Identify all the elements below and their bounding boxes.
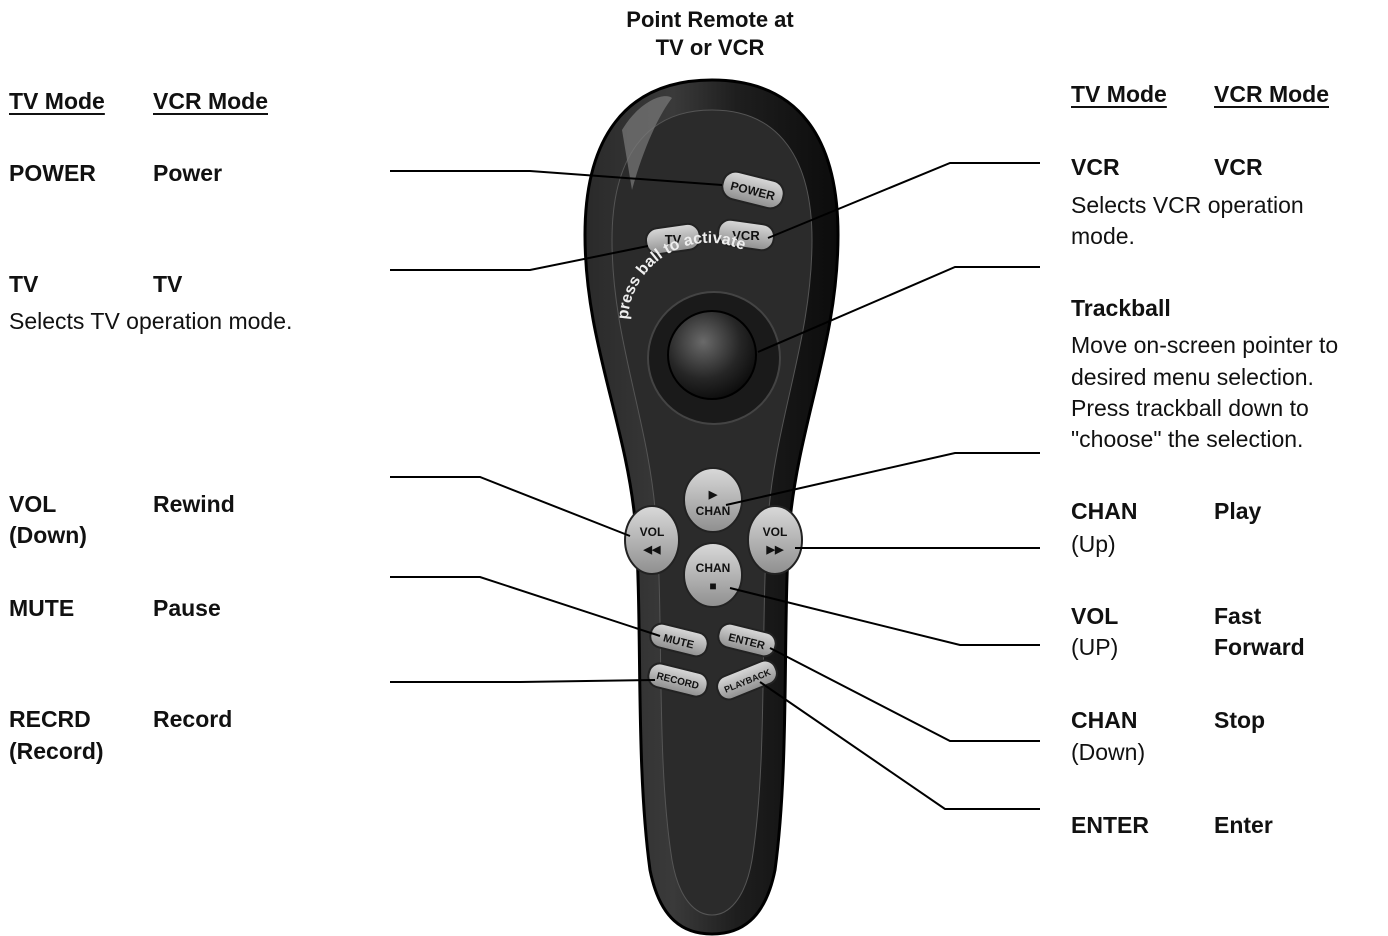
label-vol-up-tv: VOL xyxy=(1071,600,1118,632)
label-vcr-desc-2: mode. xyxy=(1071,220,1135,252)
label-vol-up-tv-sub: (UP) xyxy=(1071,631,1118,663)
label-tv-vcr: TV xyxy=(153,268,182,300)
stop-symbol: ■ xyxy=(709,579,716,593)
label-trackball-desc-2: desired menu selection. xyxy=(1071,361,1314,393)
fast-forward-symbol: ▶▶ xyxy=(766,544,784,556)
label-recrd-tv-sub: (Record) xyxy=(9,735,104,767)
label-pause: Pause xyxy=(153,592,221,624)
label-stop: Stop xyxy=(1214,704,1265,736)
chan-up-button[interactable]: ▶ CHAN xyxy=(684,468,742,532)
vol-up-button[interactable]: VOL ▶▶ xyxy=(748,506,802,574)
label-vcr-desc-1: Selects VCR operation xyxy=(1071,189,1304,221)
label-power-vcr: Power xyxy=(153,157,222,189)
label-chan-down-tv: CHAN xyxy=(1071,704,1137,736)
label-rewind: Rewind xyxy=(153,488,235,520)
leader-enter xyxy=(770,648,1040,741)
label-vol-down-tv: VOL xyxy=(9,488,56,520)
chan-down-button[interactable]: CHAN ■ xyxy=(684,543,742,607)
label-enter-tv: ENTER xyxy=(1071,809,1149,841)
leader-vol-down xyxy=(390,477,630,536)
left-header-vcr-mode: VCR Mode xyxy=(153,85,268,117)
left-header-tv-mode: TV Mode xyxy=(9,85,105,117)
label-recrd-tv: RECRD xyxy=(9,703,91,735)
leader-mute xyxy=(390,577,660,636)
right-header-tv-mode: TV Mode xyxy=(1071,78,1167,110)
chan-down-label: CHAN xyxy=(696,561,731,575)
label-tv-tv: TV xyxy=(9,268,38,300)
label-trackball: Trackball xyxy=(1071,292,1171,324)
label-power-tv: POWER xyxy=(9,157,96,189)
vol-up-label: VOL xyxy=(763,525,788,539)
right-header-vcr-mode: VCR Mode xyxy=(1214,78,1329,110)
label-vcr-tv: VCR xyxy=(1071,151,1120,183)
rewind-symbol: ◀◀ xyxy=(643,544,661,556)
leader-record xyxy=(390,680,655,682)
vol-down-button[interactable]: VOL ◀◀ xyxy=(625,506,679,574)
label-vcr-vcr: VCR xyxy=(1214,151,1263,183)
label-mute-tv: MUTE xyxy=(9,592,74,624)
label-forward: Forward xyxy=(1214,631,1305,663)
label-trackball-desc-3: Press trackball down to xyxy=(1071,392,1309,424)
play-symbol: ▶ xyxy=(708,489,718,501)
label-fast: Fast xyxy=(1214,600,1261,632)
leader-playback xyxy=(760,682,1040,809)
label-trackball-desc-4: "choose" the selection. xyxy=(1071,423,1303,455)
label-enter-vcr: Enter xyxy=(1214,809,1273,841)
label-chan-down-tv-sub: (Down) xyxy=(1071,736,1145,768)
vol-down-label: VOL xyxy=(640,525,665,539)
label-chan-up-tv-sub: (Up) xyxy=(1071,528,1116,560)
label-play: Play xyxy=(1214,495,1261,527)
label-chan-up-tv: CHAN xyxy=(1071,495,1137,527)
label-trackball-desc-1: Move on-screen pointer to xyxy=(1071,329,1338,361)
trackball[interactable] xyxy=(668,311,756,399)
label-vol-down-tv-sub: (Down) xyxy=(9,519,87,551)
label-tv-desc: Selects TV operation mode. xyxy=(9,305,292,337)
label-record: Record xyxy=(153,703,232,735)
chan-up-label: CHAN xyxy=(696,504,731,518)
